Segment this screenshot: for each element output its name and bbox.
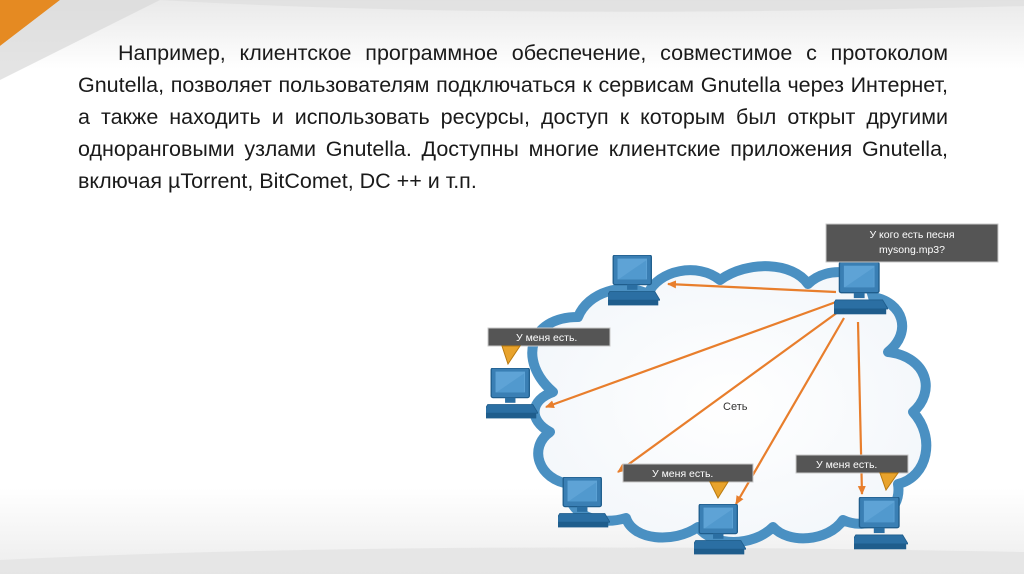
reply-bottom-text: У меня есть. <box>652 468 713 480</box>
top-swoosh <box>160 0 1024 12</box>
arrow-to-bottom-center-pc <box>735 317 845 505</box>
query-text-line1: У кого есть песня <box>869 229 954 241</box>
reply-bubble-left: У меня есть. <box>487 327 611 366</box>
arrow-to-left-pc <box>545 300 837 409</box>
bottom-swoosh <box>0 547 1024 574</box>
reply-bubble-right: У меня есть. <box>795 454 909 492</box>
reply-left-text: У меня есть. <box>516 332 577 344</box>
reply-right-text: У меня есть. <box>816 459 877 471</box>
query-text-line2: mysong.mp3? <box>879 244 945 256</box>
network-label: Сеть <box>723 401 748 413</box>
top-left-computer <box>608 255 660 307</box>
query-bubble: У кого есть песня mysong.mp3? <box>825 223 999 263</box>
left-computer <box>486 368 538 420</box>
p2p-network-diagram: Сеть У кого есть песня mysong.mp3? У мен… <box>458 222 1003 567</box>
bottom-left-computer <box>558 477 610 529</box>
reply-right-pointer <box>879 472 899 492</box>
reply-bubble-bottom: У меня есть. <box>622 463 754 500</box>
bottom-center-computer <box>694 504 746 556</box>
bottom-right-computer <box>854 497 908 550</box>
slide-paragraph: Например, клиентское программное обеспеч… <box>78 37 948 197</box>
arrow-to-bottom-left-pc <box>617 311 839 473</box>
top-right-computer <box>834 262 888 315</box>
reply-left-pointer <box>501 345 521 366</box>
arrow-to-top-left-pc <box>667 280 837 294</box>
reply-bottom-pointer <box>709 481 729 500</box>
slide-paragraph-text: Например, клиентское программное обеспеч… <box>78 41 948 193</box>
gray-corner-stripe <box>0 0 160 80</box>
